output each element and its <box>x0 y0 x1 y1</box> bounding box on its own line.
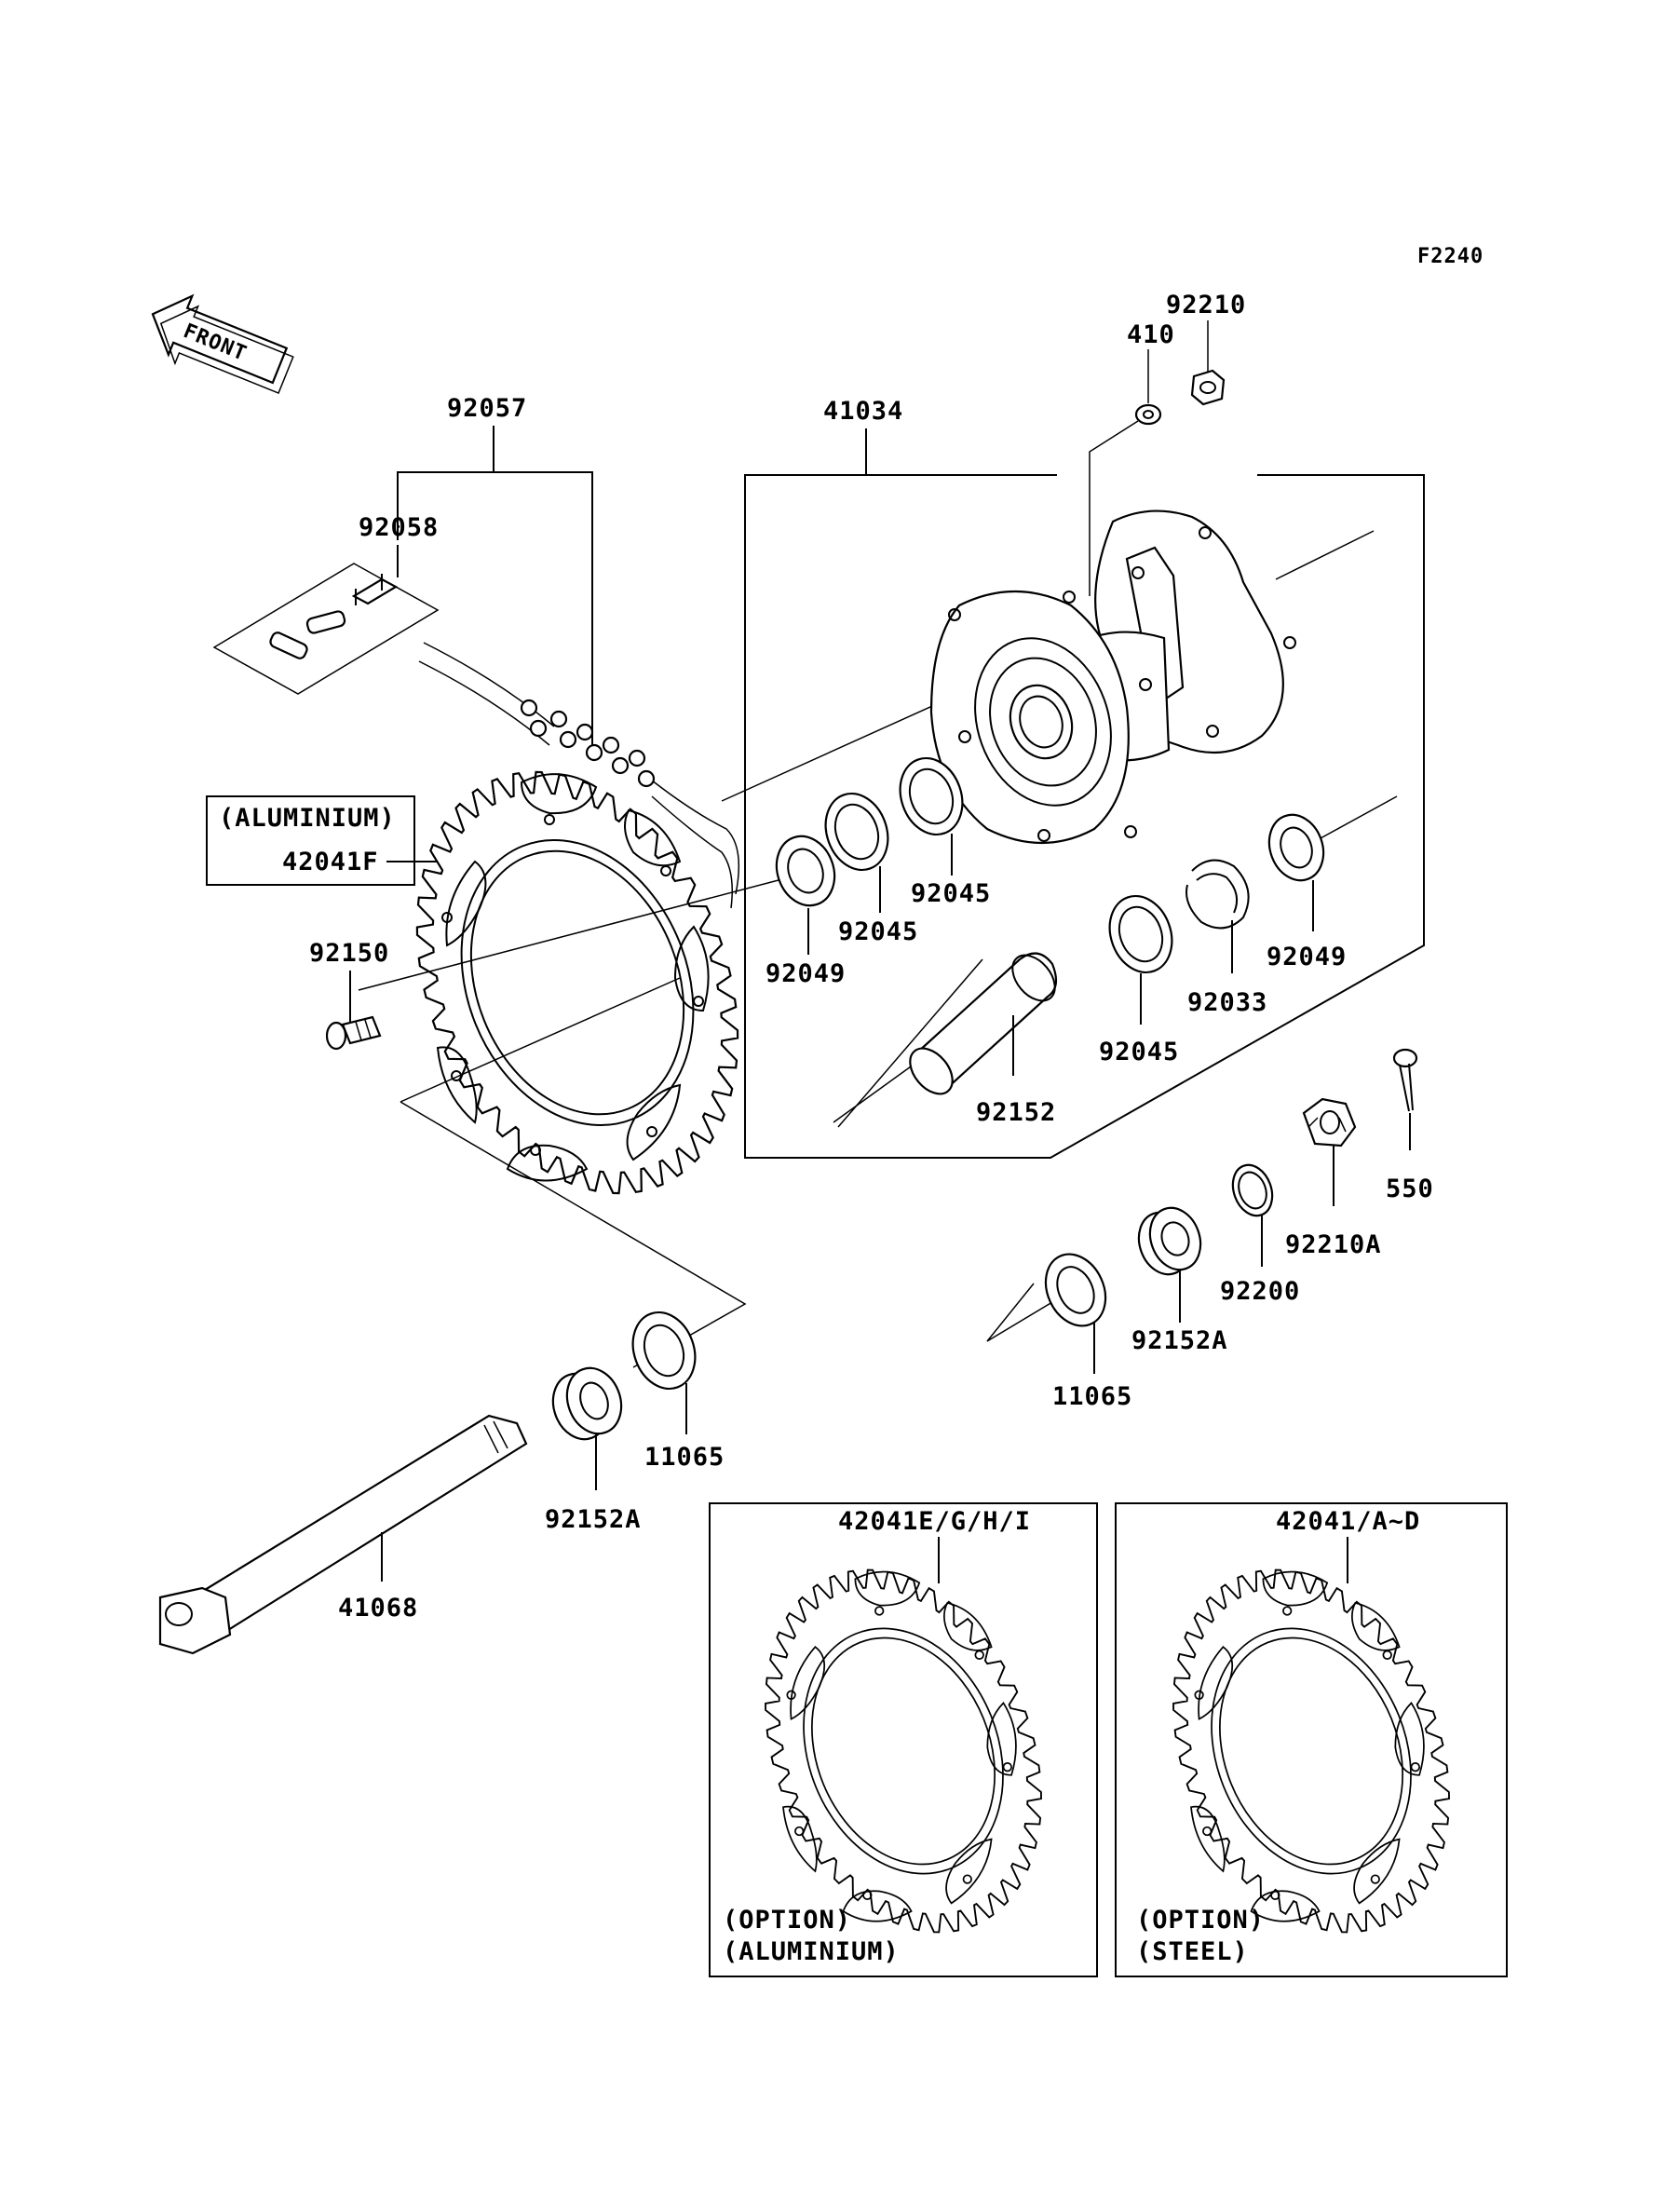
part-92152A-left-label: 92152A <box>545 1505 642 1534</box>
option-steel-box <box>1115 1502 1508 1977</box>
bolt-92150-icon <box>325 1015 382 1051</box>
part-92045-a-label: 92045 <box>838 917 918 946</box>
option-sprocket-steel-icon <box>1172 1569 1450 1934</box>
option-steel-line2: (STEEL) <box>1136 1937 1249 1966</box>
spacer-92152-icon <box>833 952 1058 1128</box>
part-92152A-right-label: 92152A <box>1131 1326 1228 1355</box>
collar-92152A-right-icon <box>1137 1206 1202 1276</box>
hub-assembly-bracket <box>744 428 1425 1159</box>
figure-code: F2240 <box>1417 245 1484 268</box>
part-92057-label: 92057 <box>447 394 527 423</box>
part-11065-left-label: 11065 <box>644 1443 725 1472</box>
part-92049-right-label: 92049 <box>1267 943 1347 971</box>
chain-roller <box>559 730 577 749</box>
chain-roller <box>529 719 548 738</box>
option-aluminium-line2: (ALUMINIUM) <box>723 1937 900 1966</box>
seal-11065-left-icon <box>631 1310 697 1391</box>
chain-roller <box>520 699 538 717</box>
part-92033-label: 92033 <box>1187 988 1267 1017</box>
chain-roller <box>585 743 603 762</box>
aluminium-note: (ALUMINIUM) <box>219 804 396 833</box>
nut-92210-icon <box>1190 320 1226 406</box>
part-11065-right-label: 11065 <box>1052 1382 1132 1411</box>
bearing-92045-c-icon <box>1108 894 1173 974</box>
collar-92152A-left-icon <box>551 1366 623 1441</box>
option-aluminium-part-label: 42041E/G/H/I <box>838 1507 1031 1536</box>
part-92045-b-label: 92045 <box>911 879 991 908</box>
circlip-92033-icon <box>1185 859 1250 930</box>
chain-roller <box>637 769 656 788</box>
chain-roller <box>628 749 646 767</box>
part-92152-label: 92152 <box>976 1098 1056 1127</box>
option-aluminium-box <box>709 1502 1098 1977</box>
part-92210-label: 92210 <box>1166 291 1246 319</box>
chain-roller <box>602 736 620 754</box>
part-41034-label: 41034 <box>823 397 903 426</box>
option-steel-part-label: 42041/A~D <box>1276 1507 1420 1536</box>
option-aluminium-line1: (OPTION) <box>723 1906 851 1935</box>
part-550-label: 550 <box>1386 1175 1434 1203</box>
axle-41068-icon <box>158 1414 528 1655</box>
washer-410-icon <box>1134 349 1162 426</box>
chain-roller <box>611 756 630 775</box>
part-92049-left-label: 92049 <box>765 959 846 988</box>
oil-seal-92049-right-icon <box>1267 813 1325 882</box>
seal-11065-right-icon <box>1044 1253 1107 1327</box>
part-92058-label: 92058 <box>359 513 439 542</box>
part-92200-label: 92200 <box>1220 1277 1300 1306</box>
part-92045-c-label: 92045 <box>1099 1038 1179 1066</box>
part-410-label: 410 <box>1127 320 1175 349</box>
rear-hub-icon <box>721 509 1375 845</box>
castle-nut-92210A-icon <box>1302 1097 1357 1148</box>
chain-joint-92058-icon <box>212 563 440 695</box>
oil-seal-92049-left-icon <box>775 835 836 907</box>
rear-sprocket-42041F-icon <box>415 770 739 1195</box>
bearing-92045-b-icon <box>899 756 964 836</box>
front-direction-arrow: FRONT <box>151 293 294 395</box>
part-42041F-label: 42041F <box>282 848 379 876</box>
option-steel-line1: (OPTION) <box>1136 1906 1265 1935</box>
bearing-92045-a-icon <box>824 792 889 872</box>
cotter-pin-550-icon <box>1392 1048 1418 1112</box>
part-41068-label: 41068 <box>338 1594 418 1623</box>
washer-92200-icon <box>1231 1163 1274 1217</box>
drive-chain-92057-icon <box>418 642 740 909</box>
chain-roller <box>549 710 568 728</box>
option-sprocket-aluminium-icon <box>765 1569 1042 1934</box>
aluminium-callout-box <box>206 795 415 886</box>
chain-roller <box>576 723 594 741</box>
part-92150-label: 92150 <box>309 939 389 968</box>
part-92210A-label: 92210A <box>1285 1230 1382 1259</box>
